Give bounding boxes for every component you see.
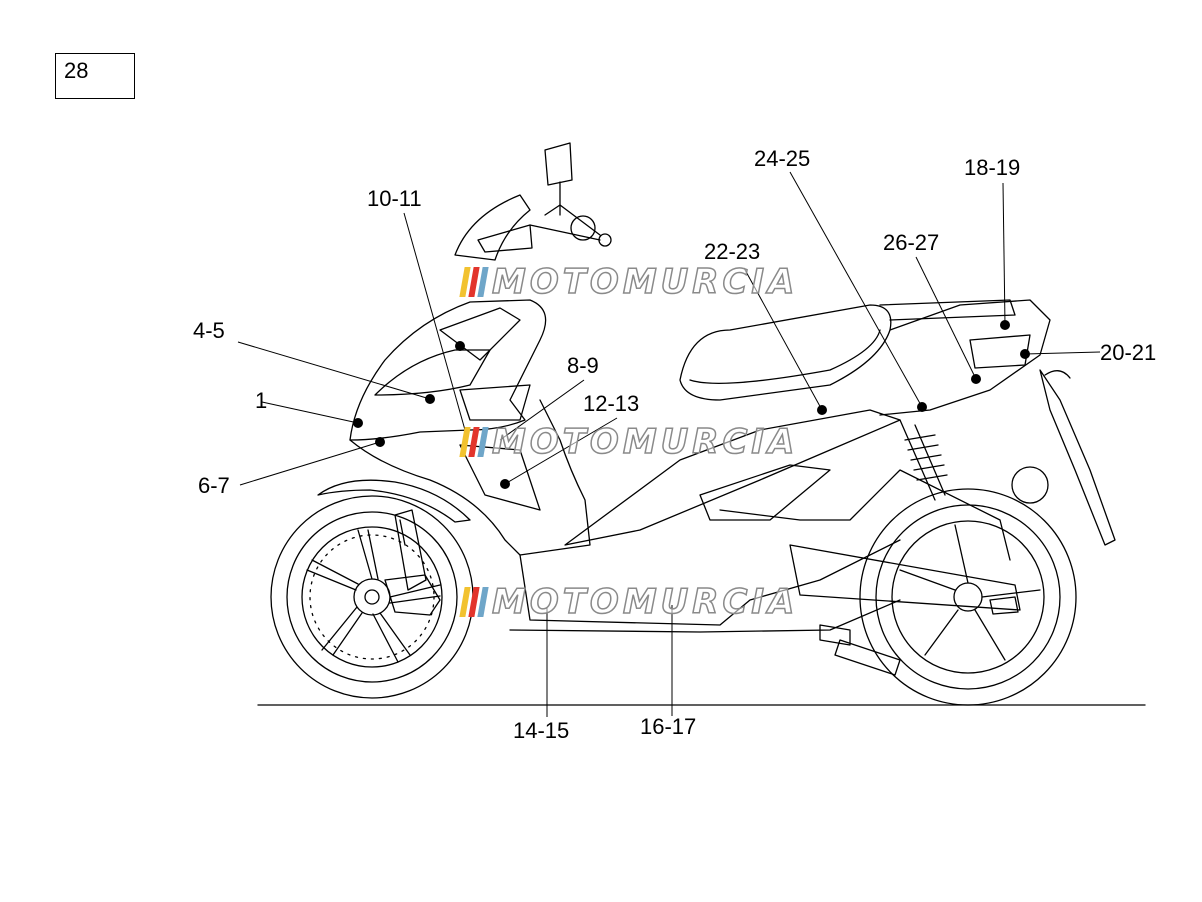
front-fork bbox=[394, 509, 427, 591]
callout-label-8-9: 8-9 bbox=[567, 353, 599, 378]
front-fairing bbox=[349, 299, 547, 441]
watermark: MOTOMURCIA bbox=[459, 261, 799, 303]
callout-label-4-5: 4-5 bbox=[193, 318, 225, 343]
mirror bbox=[544, 142, 573, 216]
watermark-stripe bbox=[477, 427, 489, 457]
callout-dot bbox=[817, 405, 827, 415]
callout-dot bbox=[353, 418, 363, 428]
watermark-text: MOTOMURCIA bbox=[491, 261, 799, 303]
swingarm bbox=[789, 544, 1021, 611]
watermark-text: MOTOMURCIA bbox=[491, 421, 799, 463]
front-fender bbox=[317, 479, 471, 523]
page-number-box: 28 bbox=[55, 53, 135, 99]
watermark-text: MOTOMURCIA bbox=[491, 581, 799, 623]
watermark-stripe bbox=[477, 267, 489, 297]
front-wheel bbox=[270, 495, 474, 699]
callout-dot bbox=[971, 374, 981, 384]
windscreen bbox=[454, 194, 531, 261]
callout-label-16-17: 16-17 bbox=[640, 714, 697, 739]
callout-label-26-27: 26-27 bbox=[883, 230, 940, 255]
tail-section bbox=[879, 299, 1051, 416]
callout-dot bbox=[500, 479, 510, 489]
brake-caliper bbox=[384, 574, 441, 616]
callout-dots bbox=[353, 320, 1030, 489]
seat bbox=[679, 304, 892, 401]
exhaust bbox=[834, 639, 901, 676]
watermark: MOTOMURCIA bbox=[459, 581, 799, 623]
leader-lines bbox=[237, 171, 1101, 717]
callout-label-22-23: 22-23 bbox=[704, 239, 761, 264]
rear-mudguard bbox=[1039, 369, 1116, 546]
footrest bbox=[819, 624, 851, 646]
page-number: 28 bbox=[64, 58, 89, 83]
rear-wheel bbox=[859, 488, 1077, 706]
callout-dot bbox=[917, 402, 927, 412]
callout-dot bbox=[375, 437, 385, 447]
callout-dot bbox=[455, 341, 465, 351]
side-panel bbox=[519, 539, 901, 626]
callout-dot bbox=[1020, 349, 1030, 359]
rear-shock bbox=[899, 419, 946, 501]
leg-shield bbox=[349, 399, 591, 556]
callout-label-20-21: 20-21 bbox=[1100, 340, 1157, 365]
callout-label-12-13: 12-13 bbox=[583, 391, 640, 416]
callout-label-24-25: 24-25 bbox=[754, 146, 811, 171]
watermark-stripe bbox=[477, 587, 489, 617]
callout-label-14-15: 14-15 bbox=[513, 718, 570, 743]
watermark: MOTOMURCIA bbox=[459, 421, 799, 463]
callout-label-10-11: 10-11 bbox=[367, 186, 422, 211]
callout-label-1: 1 bbox=[255, 388, 268, 413]
callout-dot bbox=[1000, 320, 1010, 330]
callout-dot bbox=[425, 394, 435, 404]
callout-label-6-7: 6-7 bbox=[198, 473, 230, 498]
handlebar bbox=[529, 204, 601, 241]
callout-label-18-19: 18-19 bbox=[964, 155, 1021, 180]
